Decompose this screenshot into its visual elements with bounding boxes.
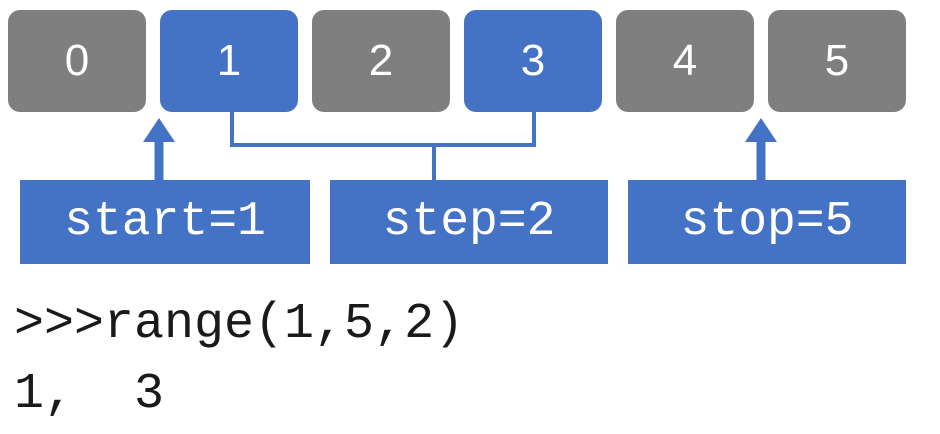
cell-2: 2: [312, 10, 450, 112]
step-label-box: step=2: [330, 180, 608, 264]
cell-value: 3: [520, 36, 546, 85]
code-output: 1, 3: [14, 366, 165, 423]
start-label-box: start=1: [20, 180, 310, 264]
cell-3: 3: [464, 10, 602, 112]
stop-label-box: stop=5: [628, 180, 906, 264]
start-label: start=1: [64, 195, 266, 249]
cell-value: 1: [216, 36, 242, 85]
cell-value: 4: [672, 36, 698, 85]
stop-label: stop=5: [680, 195, 854, 249]
step-label: step=2: [382, 195, 556, 249]
cell-value: 2: [368, 36, 394, 85]
cell-value: 5: [824, 36, 850, 85]
cell-0: 0: [8, 10, 146, 112]
stop-arrow-head: [745, 118, 777, 142]
step-bracket: [230, 112, 536, 147]
code-call: >>>range(1,5,2): [14, 296, 465, 353]
start-arrow-head: [143, 118, 175, 142]
cell-4: 4: [616, 10, 754, 112]
cell-1: 1: [160, 10, 298, 112]
cell-value: 0: [64, 36, 90, 85]
cell-5: 5: [768, 10, 906, 112]
